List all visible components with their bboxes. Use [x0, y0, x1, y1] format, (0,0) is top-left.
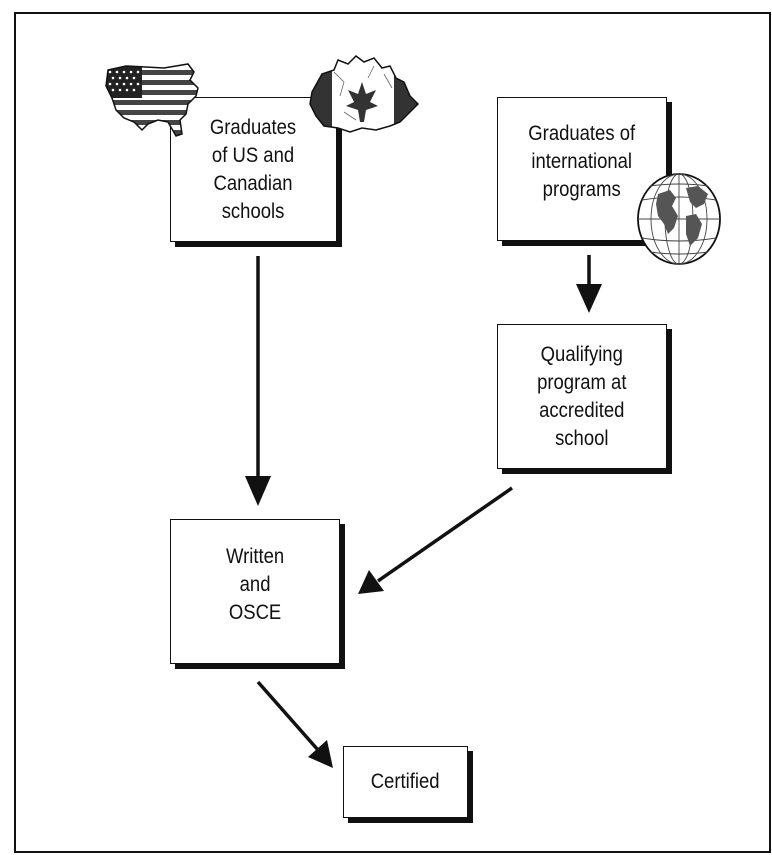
node-written-osce: Written and OSCE	[170, 519, 340, 664]
node-international-label: Graduates of international programs	[528, 122, 636, 201]
node-written-osce-label: Written and OSCE	[225, 544, 285, 624]
node-qualifying-program: Qualifying program at accredited school	[497, 324, 667, 469]
node-certified-label: Certified	[371, 770, 440, 793]
arrow-us-to-written	[245, 256, 271, 506]
node-us-canadian-graduates: Graduates of US and Canadian schools	[170, 97, 337, 242]
arrow-written-to-certified	[256, 680, 333, 768]
node-qualifying-label: Qualifying program at accredited school	[537, 342, 627, 450]
canada-flag-map-icon	[309, 55, 420, 133]
outer-frame	[14, 12, 771, 853]
node-us-canadian-label: Graduates of US and Canadian schools	[210, 115, 297, 223]
arrow-intl-to-qualifying	[576, 255, 602, 313]
us-flag-map-icon	[105, 63, 199, 137]
globe-icon	[637, 173, 721, 265]
arrow-qualifying-to-written	[358, 486, 513, 594]
node-certified: Certified	[343, 746, 468, 818]
